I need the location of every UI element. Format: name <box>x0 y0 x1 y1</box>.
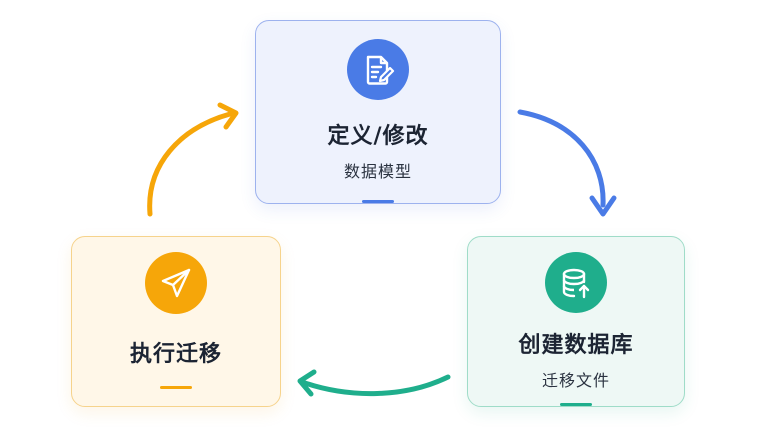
node-define-model: 定义/修改 数据模型 <box>255 20 501 204</box>
node-execute-migration: 执行迁移 <box>71 236 281 407</box>
node-execute-underline <box>160 386 192 389</box>
node-create-title: 创建数据库 <box>518 333 634 359</box>
node-create-database: 创建数据库 迁移文件 <box>467 236 685 407</box>
node-define-underline <box>362 200 394 203</box>
node-define-title: 定义/修改 <box>327 124 429 150</box>
node-execute-title: 执行迁移 <box>129 342 222 367</box>
arrow-define-to-create <box>517 109 617 217</box>
node-create-underline <box>560 403 592 406</box>
arrow-create-to-execute <box>297 369 451 397</box>
paper-plane-icon <box>145 252 207 314</box>
database-upload-icon <box>545 252 607 314</box>
node-create-subtitle: 迁移文件 <box>541 371 610 391</box>
node-define-subtitle: 数据模型 <box>343 162 412 182</box>
arrow-execute-to-define <box>147 102 239 217</box>
document-edit-icon <box>347 39 409 101</box>
